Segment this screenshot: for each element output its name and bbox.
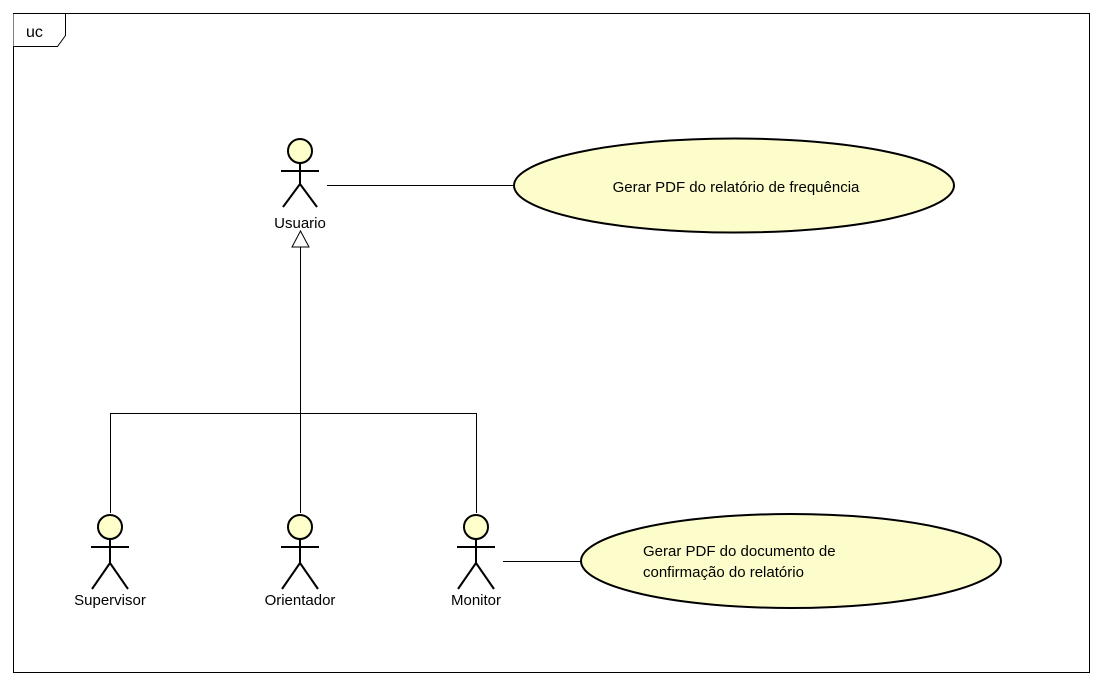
actor-usuario[interactable] xyxy=(281,138,319,208)
use-case-gerar-pdf-confirmacao-label-line2: confirmação do relatório xyxy=(643,564,804,581)
actor-monitor-label: Monitor xyxy=(451,592,501,609)
actor-orientador-label: Orientador xyxy=(265,592,336,609)
actor-usuario-label: Usuario xyxy=(274,215,326,232)
use-case-gerar-pdf-frequencia-label: Gerar PDF do relatório de frequência xyxy=(613,179,860,196)
use-case-gerar-pdf-confirmacao[interactable] xyxy=(580,513,1002,609)
actor-head-icon xyxy=(463,514,489,540)
actor-supervisor-label: Supervisor xyxy=(74,592,146,609)
actor-monitor[interactable] xyxy=(457,514,495,590)
actor-head-icon xyxy=(287,514,313,540)
frame-label-tab xyxy=(13,13,66,47)
actor-supervisor[interactable] xyxy=(91,514,129,590)
actor-head-icon xyxy=(287,138,313,164)
actor-head-icon xyxy=(97,514,123,540)
generalization-branch xyxy=(110,413,477,513)
generalization-connectors xyxy=(110,247,477,513)
actor-orientador[interactable] xyxy=(281,514,319,590)
use-case-gerar-pdf-frequencia[interactable] xyxy=(513,137,955,234)
frame-label: uc xyxy=(26,24,43,41)
use-case-gerar-pdf-confirmacao-label-line1: Gerar PDF do documento de xyxy=(643,543,836,560)
generalization-arrowhead xyxy=(291,229,310,248)
